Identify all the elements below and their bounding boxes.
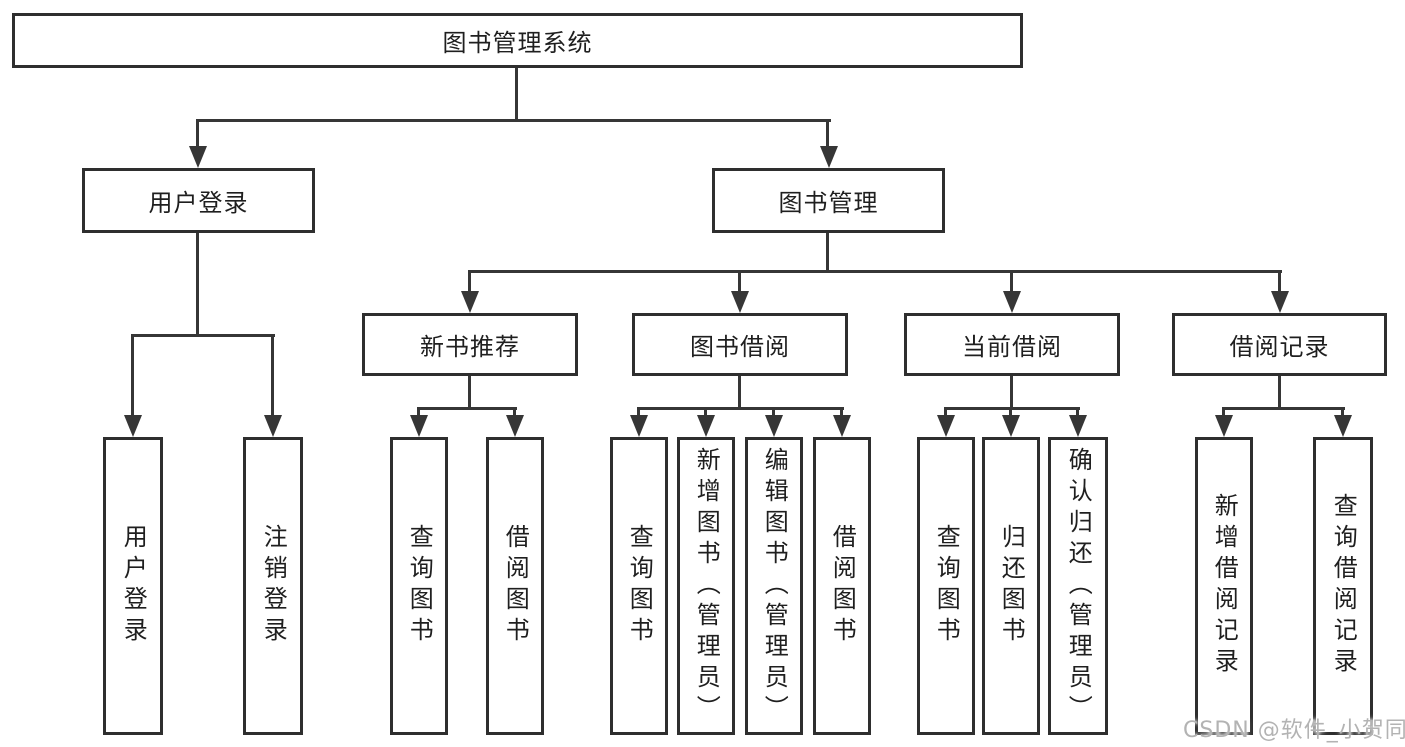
leaf-confirm-return-admin-label: 确认归还︵管理员︶ (1064, 446, 1093, 726)
connector-line (196, 233, 199, 337)
leaf-logout-login: 注销登录 (243, 437, 303, 735)
arrow-down-icon (731, 291, 749, 313)
connector-line (1278, 271, 1281, 293)
arrow-down-icon (1003, 291, 1021, 313)
leaf-user-login: 用户登录 (103, 437, 163, 735)
node-book-borrow-label: 图书借阅 (690, 333, 790, 361)
connector-line (271, 335, 274, 417)
connector-line (417, 408, 420, 417)
connector-line (1341, 408, 1344, 417)
leaf-add-book-admin: 新增图书︵管理员︶ (677, 437, 735, 735)
connector-line (1076, 408, 1079, 417)
leaf-query-books-current-label: 查询图书 (932, 524, 961, 648)
connector-line (738, 271, 741, 293)
arrow-down-icon (189, 146, 207, 168)
connector-line (944, 407, 1080, 410)
leaf-edit-book-admin-label: 编辑图书︵管理员︶ (760, 446, 789, 726)
connector-line (1222, 408, 1225, 417)
arrow-down-icon (697, 415, 715, 437)
leaf-query-books-borrow-label: 查询图书 (625, 524, 654, 648)
leaf-query-books-recommend: 查询图书 (390, 437, 448, 735)
connector-line (637, 408, 640, 417)
node-user-login: 用户登录 (82, 168, 315, 233)
connector-line (704, 408, 707, 417)
connector-line (515, 68, 518, 122)
leaf-add-book-admin-label: 新增图书︵管理员︶ (692, 446, 721, 726)
connector-line (513, 408, 516, 417)
node-root-label: 图书管理系统 (442, 29, 593, 57)
leaf-borrow-books-2: 借阅图书 (813, 437, 871, 735)
arrow-down-icon (506, 415, 524, 437)
leaf-return-book-label: 归还图书 (997, 524, 1026, 648)
arrow-down-icon (124, 415, 142, 437)
connector-line (1222, 407, 1345, 410)
node-user-login-label: 用户登录 (148, 189, 249, 217)
csdn-watermark: CSDN @软件_小贺同学 (1183, 718, 1405, 743)
leaf-user-login-label: 用户登录 (119, 524, 148, 648)
leaf-confirm-return-admin: 确认归还︵管理员︶ (1048, 437, 1108, 735)
arrow-down-icon (1069, 415, 1087, 437)
node-root: 图书管理系统 (12, 13, 1023, 68)
arrow-down-icon (410, 415, 428, 437)
node-borrow-records: 借阅记录 (1172, 313, 1387, 376)
arrow-down-icon (264, 415, 282, 437)
leaf-add-borrow-record-label: 新增借阅记录 (1210, 493, 1239, 679)
connector-line (468, 376, 471, 410)
connector-line (196, 119, 831, 122)
node-book-borrow: 图书借阅 (632, 313, 848, 376)
node-borrow-records-label: 借阅记录 (1229, 333, 1330, 361)
connector-line (738, 376, 741, 410)
arrow-down-icon (461, 291, 479, 313)
connector-line (944, 408, 947, 417)
arrow-down-icon (820, 146, 838, 168)
arrow-down-icon (630, 415, 648, 437)
node-current-borrow: 当前借阅 (904, 313, 1120, 376)
connector-line (131, 334, 275, 337)
leaf-query-books-recommend-label: 查询图书 (405, 524, 434, 648)
node-new-book-recommend: 新书推荐 (362, 313, 578, 376)
connector-line (772, 408, 775, 417)
node-new-book-recommend-label: 新书推荐 (420, 333, 520, 361)
arrow-down-icon (1215, 415, 1233, 437)
connector-line (840, 408, 843, 417)
connector-line (826, 120, 829, 148)
connector-line (1009, 408, 1012, 417)
leaf-query-books-borrow: 查询图书 (610, 437, 668, 735)
leaf-borrow-books-recommend-label: 借阅图书 (501, 524, 530, 648)
arrow-down-icon (1334, 415, 1352, 437)
leaf-logout-login-label: 注销登录 (259, 524, 288, 648)
leaf-borrow-books-recommend: 借阅图书 (486, 437, 544, 735)
connector-line (417, 407, 517, 410)
connector-line (637, 407, 844, 410)
leaf-borrow-books-2-label: 借阅图书 (828, 524, 857, 648)
arrow-down-icon (1002, 415, 1020, 437)
leaf-edit-book-admin: 编辑图书︵管理员︶ (745, 437, 803, 735)
leaf-add-borrow-record: 新增借阅记录 (1195, 437, 1253, 735)
connector-line (826, 233, 829, 273)
connector-line (1278, 376, 1281, 410)
leaf-query-borrow-record: 查询借阅记录 (1313, 437, 1373, 735)
connector-line (196, 120, 199, 148)
node-current-borrow-label: 当前借阅 (962, 333, 1062, 361)
arrow-down-icon (1271, 291, 1289, 313)
node-book-management: 图书管理 (712, 168, 945, 233)
connector-line (131, 335, 134, 417)
leaf-query-books-current: 查询图书 (917, 437, 975, 735)
arrow-down-icon (833, 415, 851, 437)
leaf-return-book: 归还图书 (982, 437, 1040, 735)
leaf-query-borrow-record-label: 查询借阅记录 (1329, 493, 1358, 679)
connector-line (1010, 271, 1013, 293)
node-book-management-label: 图书管理 (778, 189, 879, 217)
arrow-down-icon (765, 415, 783, 437)
connector-line (468, 270, 1282, 273)
connector-line (1010, 376, 1013, 410)
arrow-down-icon (937, 415, 955, 437)
connector-line (468, 271, 471, 293)
